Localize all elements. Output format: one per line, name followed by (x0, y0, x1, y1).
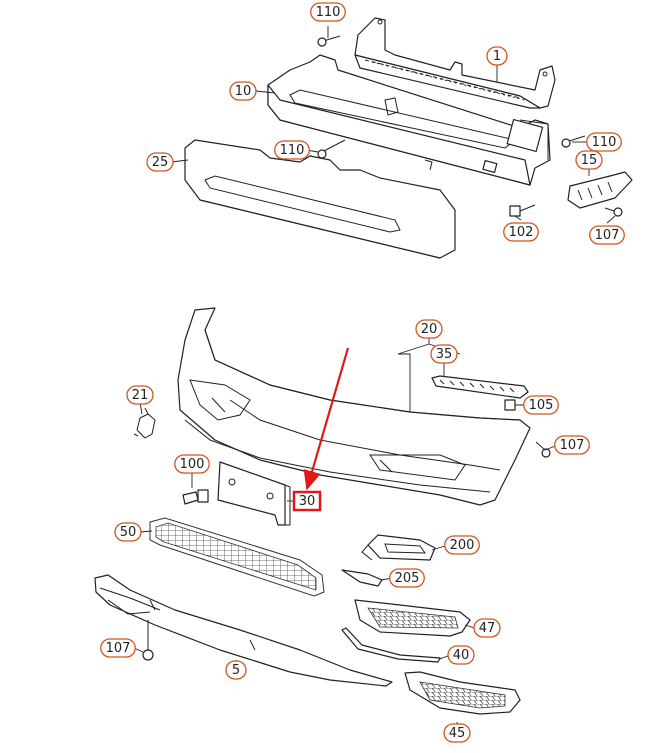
callout-l1: 1 (486, 46, 508, 66)
screw-icon (561, 135, 586, 148)
callout-l35: 35 (430, 344, 458, 364)
callout-l25: 25 (146, 152, 174, 172)
callout-frame (443, 723, 471, 743)
callout-frame (389, 568, 425, 588)
callout-label: 105 (529, 398, 554, 413)
callout-frame (292, 490, 322, 512)
callout-frame (554, 435, 590, 455)
callout-label: 15 (581, 153, 598, 168)
callout-l50: 50 (114, 522, 142, 542)
callout-label: 205 (395, 571, 420, 586)
callout-l100: 100 (174, 454, 210, 474)
callout-l110a: 110 (310, 2, 346, 22)
callout-frame (126, 385, 154, 405)
callout-frame (589, 225, 625, 245)
callout-l107a: 107 (589, 225, 625, 245)
callout-label: 110 (280, 143, 305, 158)
callout-frame (225, 660, 247, 680)
part-spoiler (94, 574, 393, 687)
callout-l110b: 110 (586, 132, 622, 152)
part-molding-strip (431, 375, 529, 399)
callout-l5: 5 (225, 660, 247, 680)
callout-label: 107 (106, 641, 131, 656)
callout-l200: 200 (444, 535, 480, 555)
callout-frame (430, 344, 458, 364)
highlight-arrow (303, 347, 350, 491)
callout-l10: 10 (229, 81, 257, 101)
screw-icon (317, 35, 341, 47)
callout-l107b: 107 (554, 435, 590, 455)
callout-label: 10 (235, 84, 252, 99)
callout-frame (444, 535, 480, 555)
callout-l21: 21 (126, 385, 154, 405)
callout-l205: 205 (389, 568, 425, 588)
callout-l47: 47 (473, 618, 501, 638)
part-bumper-cover (177, 307, 531, 506)
callout-frame (523, 395, 559, 415)
part-reinforcement-bracket (354, 17, 556, 109)
callout-l110c: 110 (274, 140, 310, 160)
callout-frame (146, 152, 174, 172)
callout-frame (415, 319, 443, 339)
screw-icon (604, 207, 623, 217)
callout-label: 40 (453, 648, 470, 663)
callout-label: 20 (421, 322, 438, 337)
part-trim-strip (341, 627, 441, 663)
callout-frame (310, 2, 346, 22)
screw-icon (317, 139, 346, 159)
callout-frame (114, 522, 142, 542)
part-cover-piece (341, 569, 383, 587)
callout-l15: 15 (575, 150, 603, 170)
callout-label: 47 (479, 621, 496, 636)
bolt-icon (509, 204, 536, 217)
callout-frame (174, 454, 210, 474)
part-fog-light-housing (361, 534, 436, 561)
callout-label: 25 (152, 155, 169, 170)
callout-l102: 102 (503, 222, 539, 242)
part-clip (133, 407, 156, 439)
callout-l30: 30 (292, 490, 322, 512)
callout-l45: 45 (443, 723, 471, 743)
callout-frame (586, 132, 622, 152)
part-fastener (182, 489, 209, 505)
part-side-bracket (567, 171, 633, 209)
callout-label: 21 (132, 388, 149, 403)
callout-label: 200 (450, 538, 475, 553)
callout-label: 110 (316, 5, 341, 20)
callout-frame (575, 150, 603, 170)
part-license-plate-bracket (217, 461, 291, 526)
callout-l40: 40 (447, 645, 475, 665)
part-center-grille (149, 517, 325, 597)
screw-icon (142, 620, 154, 661)
callout-label: 100 (180, 457, 205, 472)
part-energy-absorber (184, 139, 456, 259)
callout-label: 1 (493, 49, 501, 64)
callout-frame (503, 222, 539, 242)
part-bumper-carrier (267, 54, 551, 186)
callout-label: 45 (449, 726, 466, 741)
callout-l107c: 107 (100, 638, 136, 658)
callout-label: 107 (595, 228, 620, 243)
callout-label: 50 (120, 525, 137, 540)
part-lower-grille (404, 671, 521, 715)
callout-l20: 20 (415, 319, 443, 339)
callout-frame (274, 140, 310, 160)
callout-label: 30 (299, 494, 316, 509)
callout-frame (229, 81, 257, 101)
part-fog-grille (354, 599, 471, 637)
callout-frame (486, 46, 508, 66)
callout-label: 107 (560, 438, 585, 453)
callout-label: 110 (592, 135, 617, 150)
callout-frame (473, 618, 501, 638)
callout-label: 5 (232, 663, 240, 678)
callout-frame (447, 645, 475, 665)
callout-l105: 105 (523, 395, 559, 415)
callout-frame (100, 638, 136, 658)
callout-label: 102 (509, 225, 534, 240)
callout-label: 35 (436, 347, 453, 362)
screw-icon (535, 441, 551, 458)
